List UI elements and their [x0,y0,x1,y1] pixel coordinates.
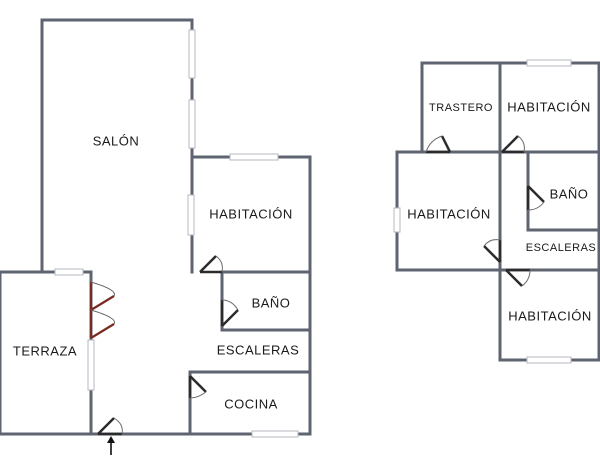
terraza-label: TERRAZA [13,343,77,358]
terraza-side-window [87,339,95,391]
habitacion-side-window [187,194,195,236]
ground-floor: SALÓN HABITACIÓN BAÑO ESCALERAS TERRAZA … [0,18,312,455]
up-arrow-icon [107,436,115,455]
habitacion-top-label: HABITACIÓN [507,99,591,114]
door-cocina[interactable] [188,375,207,399]
upper-floor: TRASTERO HABITACIÓN HABITACIÓN BAÑO ESCA… [393,59,600,364]
trastero-label: TRASTERO [429,102,493,114]
upper-bottom-window [526,356,572,364]
door-trastero[interactable] [425,135,452,154]
habitacion-window [229,153,279,161]
door-bano-upper[interactable] [526,185,545,211]
door-habitacion-left[interactable] [483,239,502,263]
cocina-label: COCINA [224,396,278,411]
escaleras-label: ESCALERAS [217,342,300,357]
escaleras-upper-label: ESCALERAS [526,242,597,254]
door-habitacion-top[interactable] [501,135,525,154]
habitacion-bottom-label: HABITACIÓN [508,308,592,323]
door-bano[interactable] [220,299,239,327]
terraza-top-window [54,268,84,276]
bano-label: BAÑO [252,295,291,310]
french-door-terraza[interactable] [89,281,115,339]
entrance-door[interactable] [97,417,123,436]
salon-window-2 [188,99,196,149]
habitacion-label: HABITACIÓN [209,206,293,221]
salon-label: SALÓN [93,133,140,148]
habitacion-left-label: HABITACIÓN [407,206,491,221]
bano-upper-label: BAÑO [550,186,589,201]
door-habitacion[interactable] [199,255,223,274]
upper-habitacion-window [526,59,572,67]
upper-left-window [393,207,401,233]
cocina-window [251,430,299,438]
salon-window-1 [188,29,196,79]
door-habitacion-bottom[interactable] [505,268,531,287]
